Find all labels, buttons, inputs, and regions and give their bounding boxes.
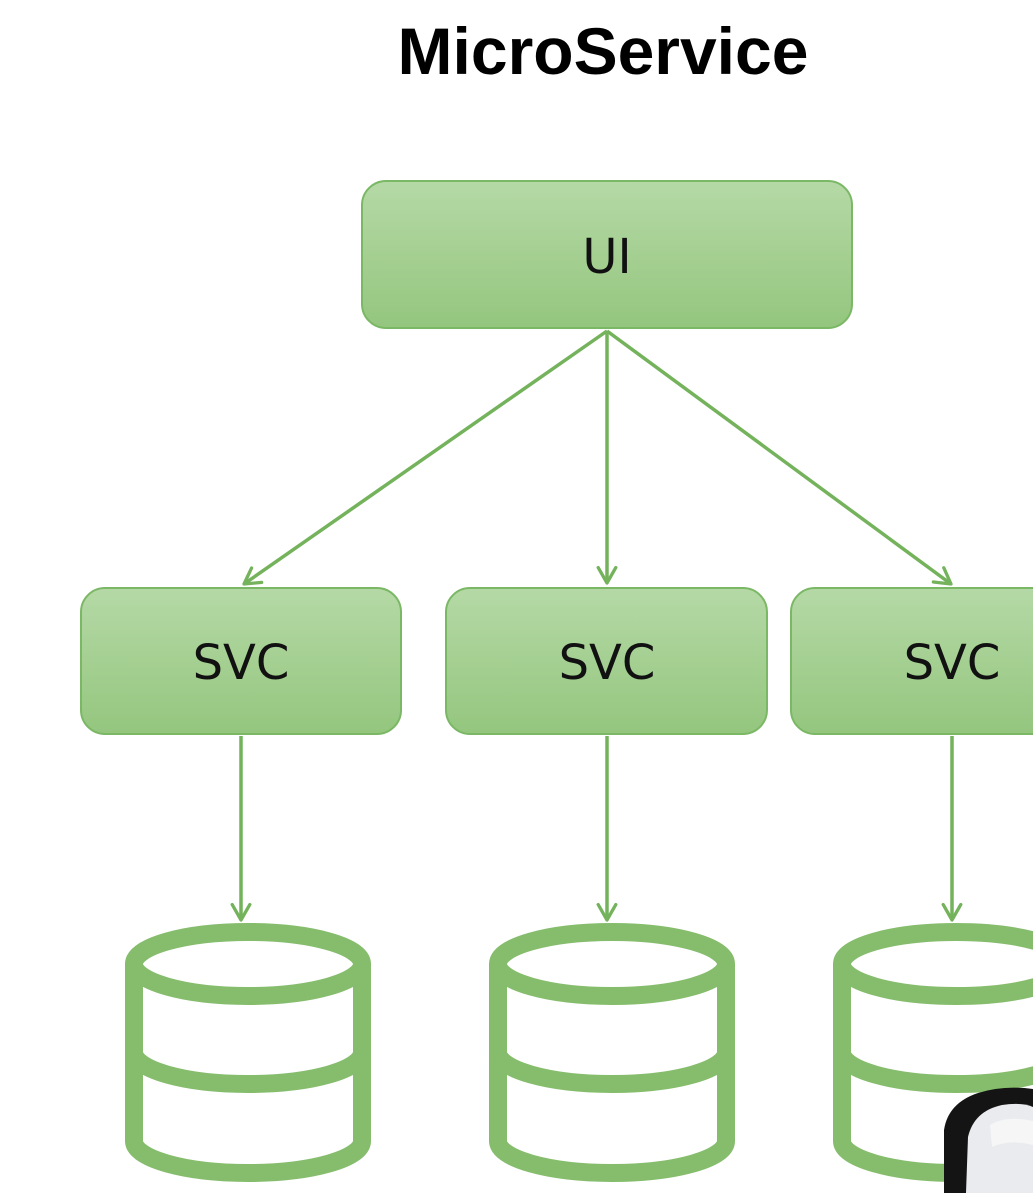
slide-title: MicroService [397,14,809,88]
arrow-ui-svc-3 [605,329,953,586]
svc-node-1-label: SVC [193,635,290,691]
database-icon [489,923,735,1182]
svc-node-3-label: SVC [904,635,1001,691]
svc-node-2-label: SVC [559,635,656,691]
presenter-video-icon [944,1087,1033,1193]
ui-node: UI [361,180,853,329]
ui-to-svc-arrows [242,329,953,586]
database-icon [125,923,371,1182]
svc-to-db-arrows [230,736,963,922]
ui-node-label: UI [582,229,631,285]
svc-node-3: SVC [790,587,1033,735]
arrow-ui-svc-1 [242,329,609,586]
svc-node-2: SVC [445,587,768,735]
svc-node-1: SVC [80,587,402,735]
